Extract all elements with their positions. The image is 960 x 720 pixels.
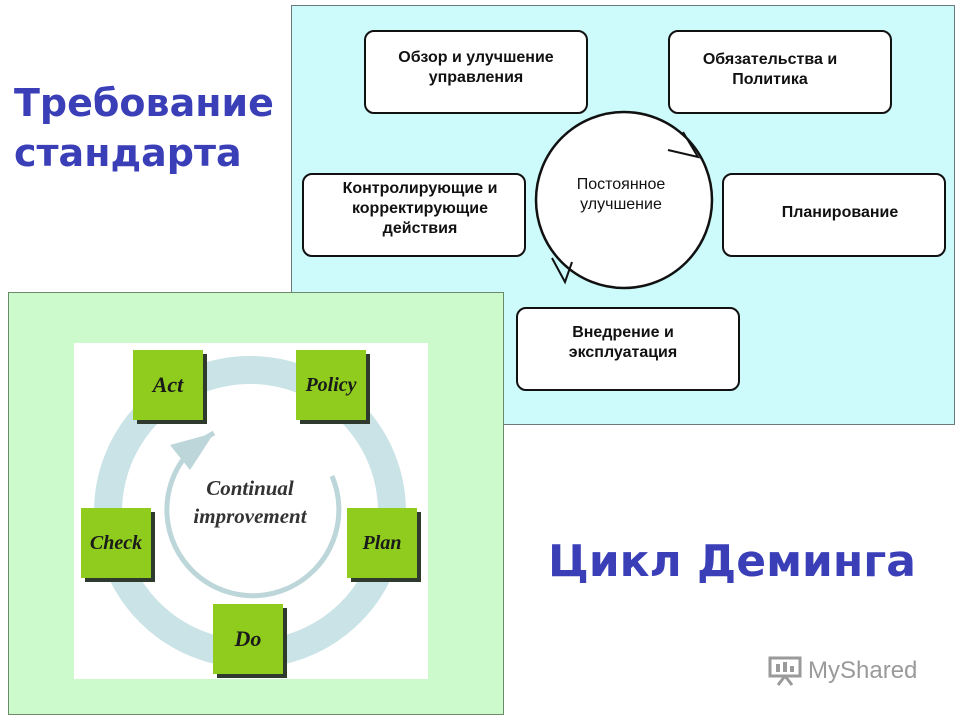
plan-box: Plan — [347, 508, 417, 578]
corrective-actions-box: Контролирующие и корректирующие действия — [302, 173, 526, 257]
continual-improvement-label: Постоянное улучшение — [546, 175, 696, 215]
policy-box: Policy — [296, 350, 366, 420]
check-box: Check — [81, 508, 151, 578]
do-box: Do — [213, 604, 283, 674]
deming-cycle-title: Цикл Деминга — [548, 536, 916, 587]
box-line: корректирующие — [351, 200, 489, 217]
label-line: improvement — [193, 504, 307, 528]
label-line: улучшение — [580, 196, 662, 213]
commitment-policy-box: Обязательства и Политика — [668, 30, 892, 114]
cycle-arrow-icon — [551, 257, 573, 285]
continual-improvement-text: Continual improvement — [170, 474, 330, 530]
box-line: эксплуатация — [568, 344, 678, 361]
act-box: Act — [133, 350, 203, 420]
implementation-box: Внедрение и эксплуатация — [516, 307, 740, 391]
cycle-arrow-icon — [667, 131, 701, 159]
box-line: Обязательства и — [702, 51, 838, 68]
title-line: Требование — [14, 81, 274, 125]
inner-cycle-arrow — [164, 430, 342, 599]
box-line: Политика — [732, 71, 808, 88]
planning-box: Планирование — [722, 173, 946, 257]
myshared-watermark: MyShared — [768, 656, 917, 686]
box-line: действия — [382, 220, 458, 237]
label-line: Continual — [206, 476, 294, 500]
title-line: стандарта — [14, 131, 242, 175]
presentation-icon — [768, 656, 802, 686]
cycle-arrowhead-icon — [170, 433, 214, 470]
box-line: Обзор и улучшение — [398, 49, 554, 66]
management-review-box: Обзор и улучшение управления — [364, 30, 588, 114]
box-line: Внедрение и — [572, 324, 674, 341]
box-line: Планирование — [781, 204, 899, 221]
label-line: Постоянное — [576, 176, 666, 193]
watermark-text: MyShared — [808, 657, 918, 684]
box-line: Контролирующие и — [342, 180, 498, 197]
box-line: управления — [428, 69, 524, 86]
standard-requirement-title: Требование стандарта — [14, 78, 294, 178]
